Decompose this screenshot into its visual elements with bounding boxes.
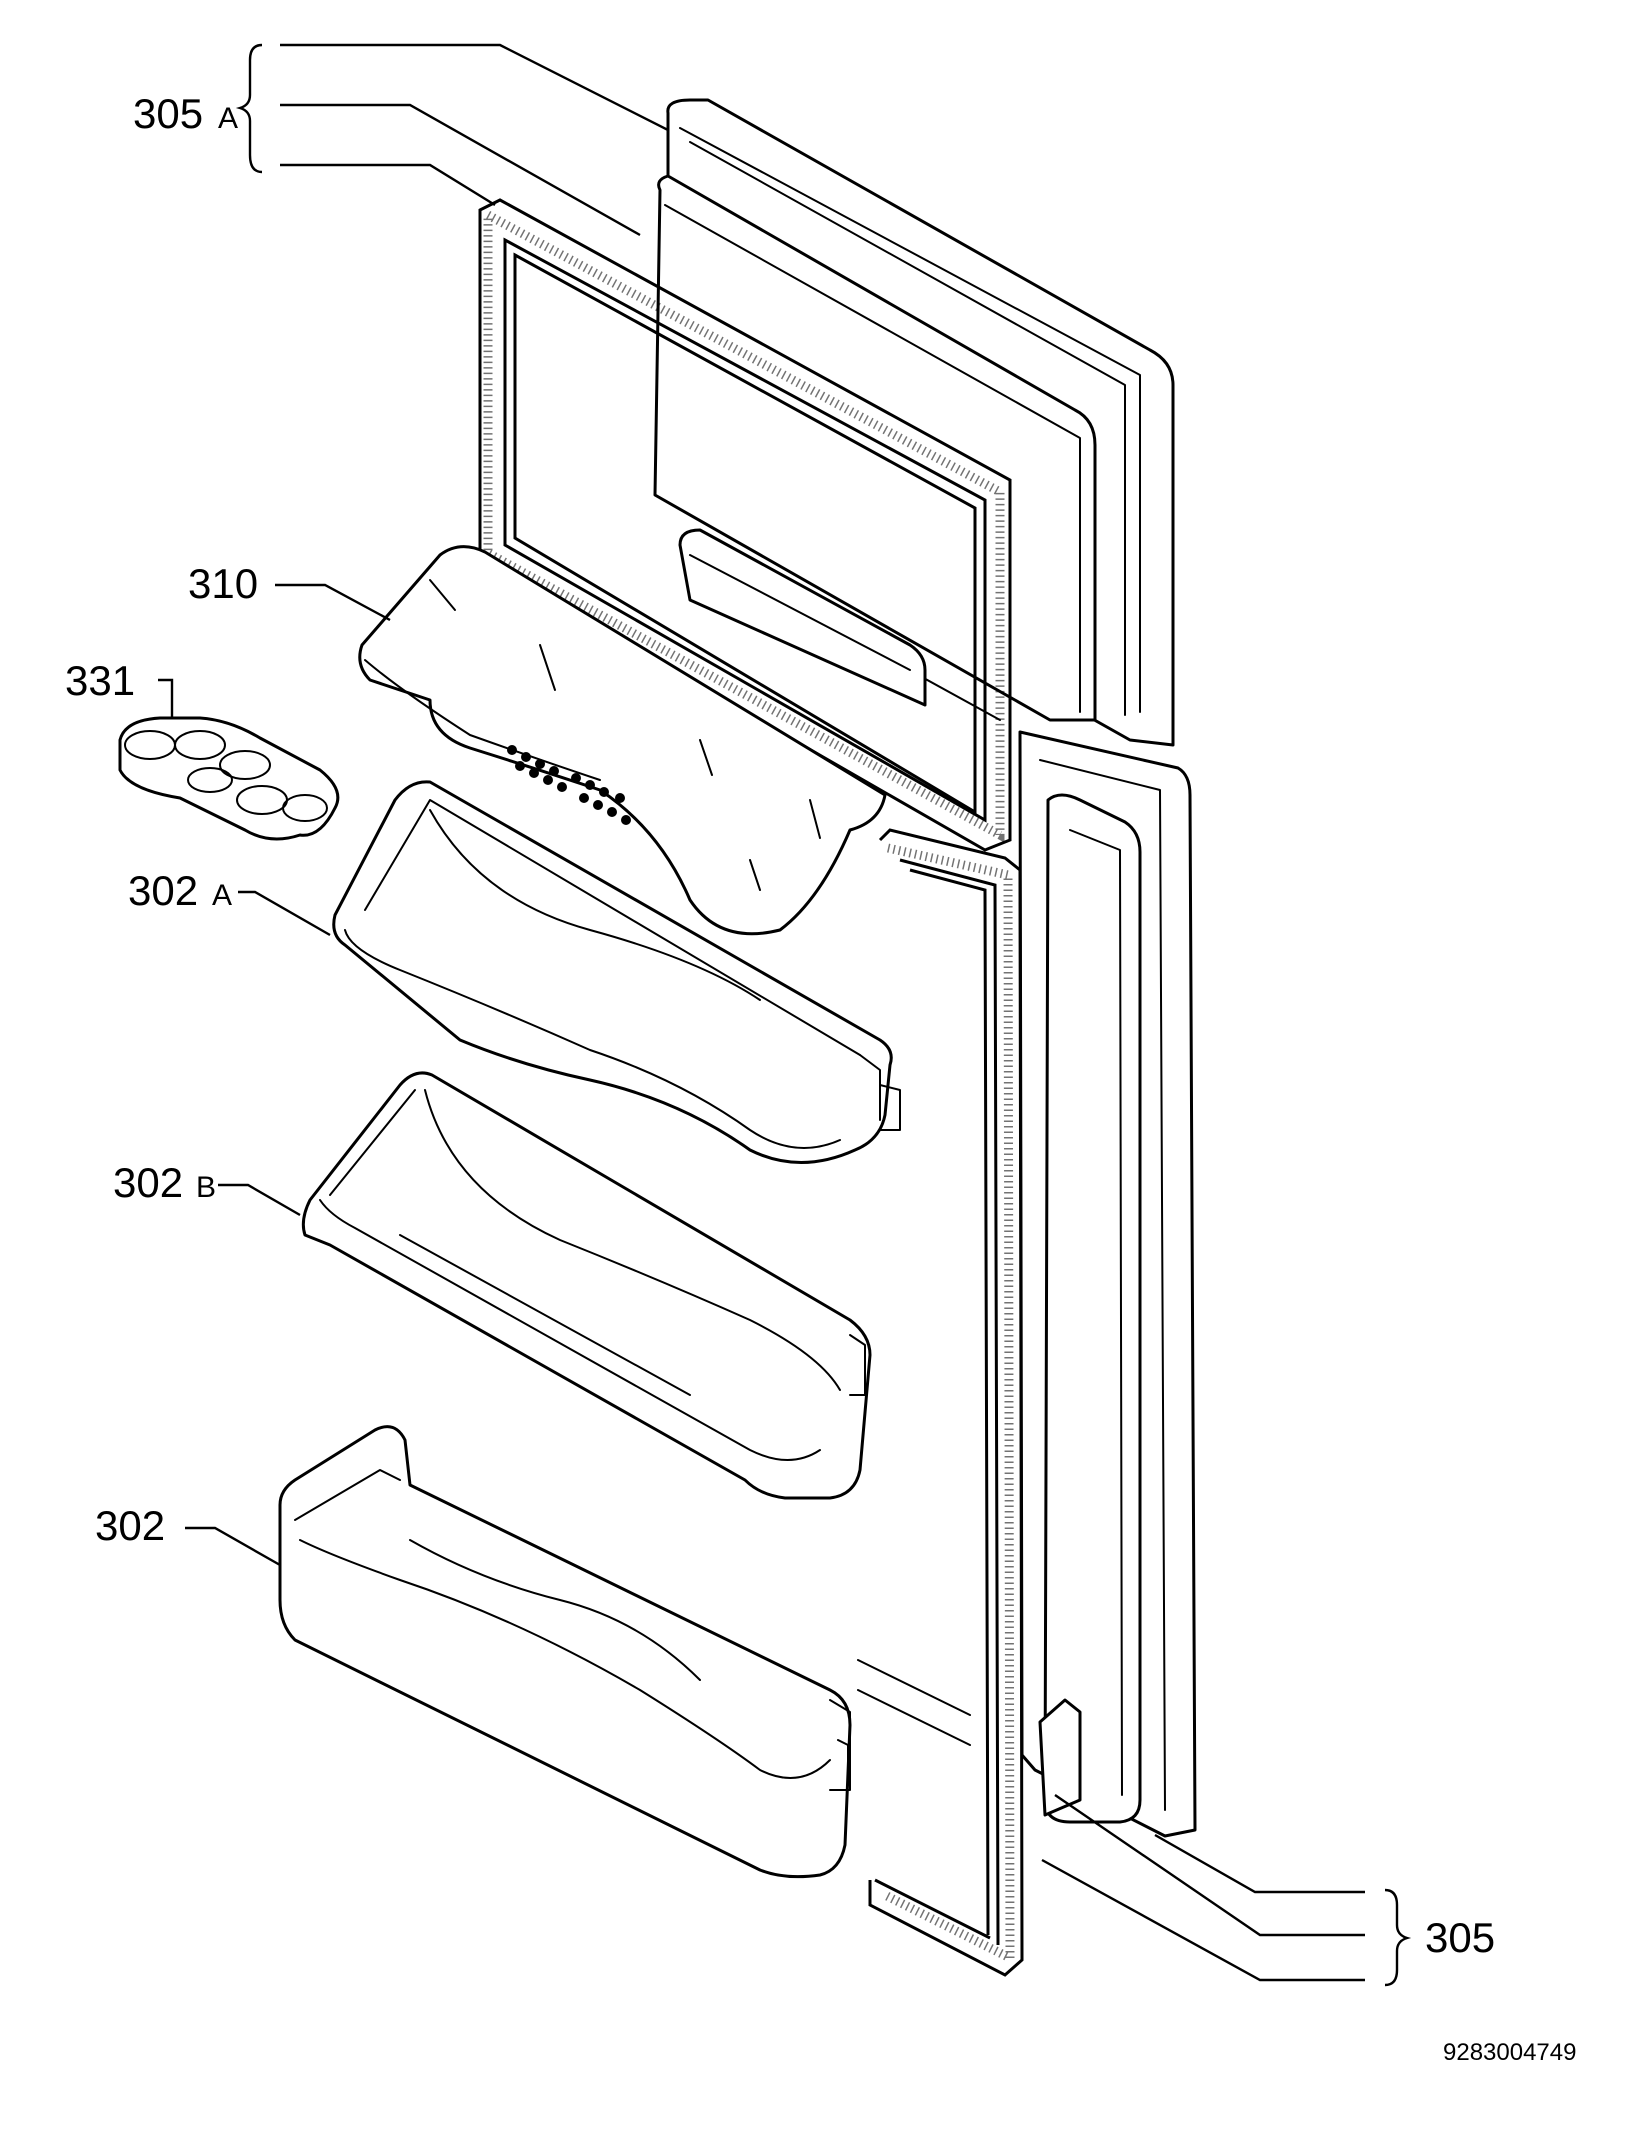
door-shelf-302B [301,1071,872,1500]
callout-305A: 305 A [133,90,238,137]
door-bin-302 [278,1425,852,1879]
label-302A-number: 302 [128,867,198,914]
inner-small-tray [678,528,927,707]
label-302A-suffix: A [212,879,232,912]
callout-302B: 302 B [113,1159,216,1206]
label-310-number: 310 [188,560,258,607]
leader-lines [158,43,1412,1987]
flap-lid-310 [358,545,887,936]
door-shelf-302A [332,780,901,1164]
label-305A-number: 305 [133,90,203,137]
callout-310: 310 [188,560,258,607]
egg-tray-331 [118,716,340,841]
callout-302: 302 [95,1502,165,1549]
label-305-number: 305 [1425,1914,1495,1961]
brace-305 [1384,1888,1412,1987]
label-302B-suffix: B [196,1171,216,1204]
brace-305A [235,43,263,174]
callout-302A: 302 A [128,867,232,914]
lower-door-gasket [868,828,1024,1977]
callout-305: 305 [1425,1914,1495,1961]
label-302-number: 302 [95,1502,165,1549]
label-305A-suffix: A [218,102,238,135]
label-331-number: 331 [65,657,135,704]
label-302B-number: 302 [113,1159,183,1206]
callout-331: 331 [65,657,135,704]
drawing-number: 9283004749 [1443,2039,1576,2066]
lower-door-panel [1018,730,1197,1838]
